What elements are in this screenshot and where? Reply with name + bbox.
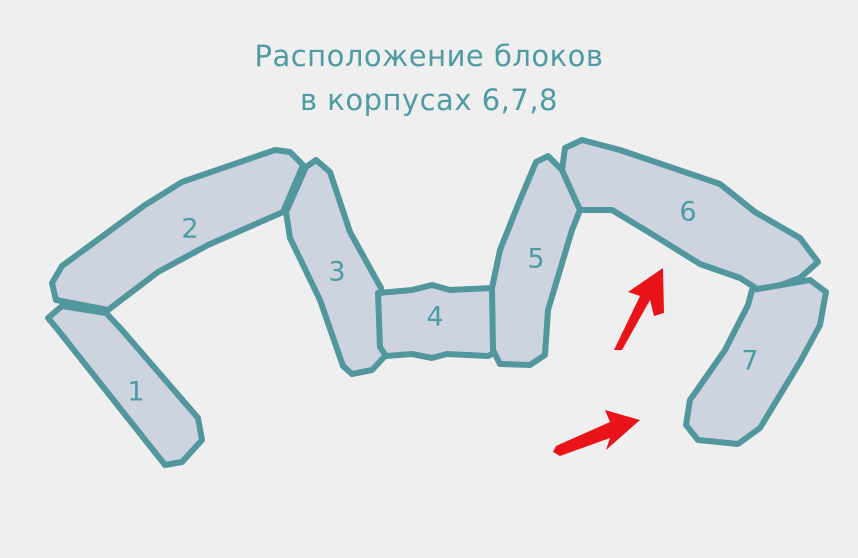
block-2-label: 2 [181, 214, 198, 245]
block-6-label: 6 [679, 197, 696, 228]
block-7-label: 7 [741, 346, 758, 377]
block-6[interactable] [559, 137, 821, 295]
red-arrow-up-icon [614, 268, 664, 350]
block-1-label: 1 [127, 377, 144, 408]
block-5[interactable] [489, 153, 583, 368]
diagram-title-line-1: Расположение блоков [254, 39, 604, 73]
block-4-label: 4 [426, 302, 443, 333]
red-arrow-right-icon [553, 410, 640, 456]
diagram-title-line-2: в корпусах 6,7,8 [300, 83, 558, 117]
block-5-label: 5 [527, 244, 544, 275]
block-7[interactable] [683, 277, 829, 447]
block-1[interactable] [45, 303, 205, 468]
block-2[interactable] [49, 147, 306, 313]
block-3-label: 3 [328, 257, 345, 288]
